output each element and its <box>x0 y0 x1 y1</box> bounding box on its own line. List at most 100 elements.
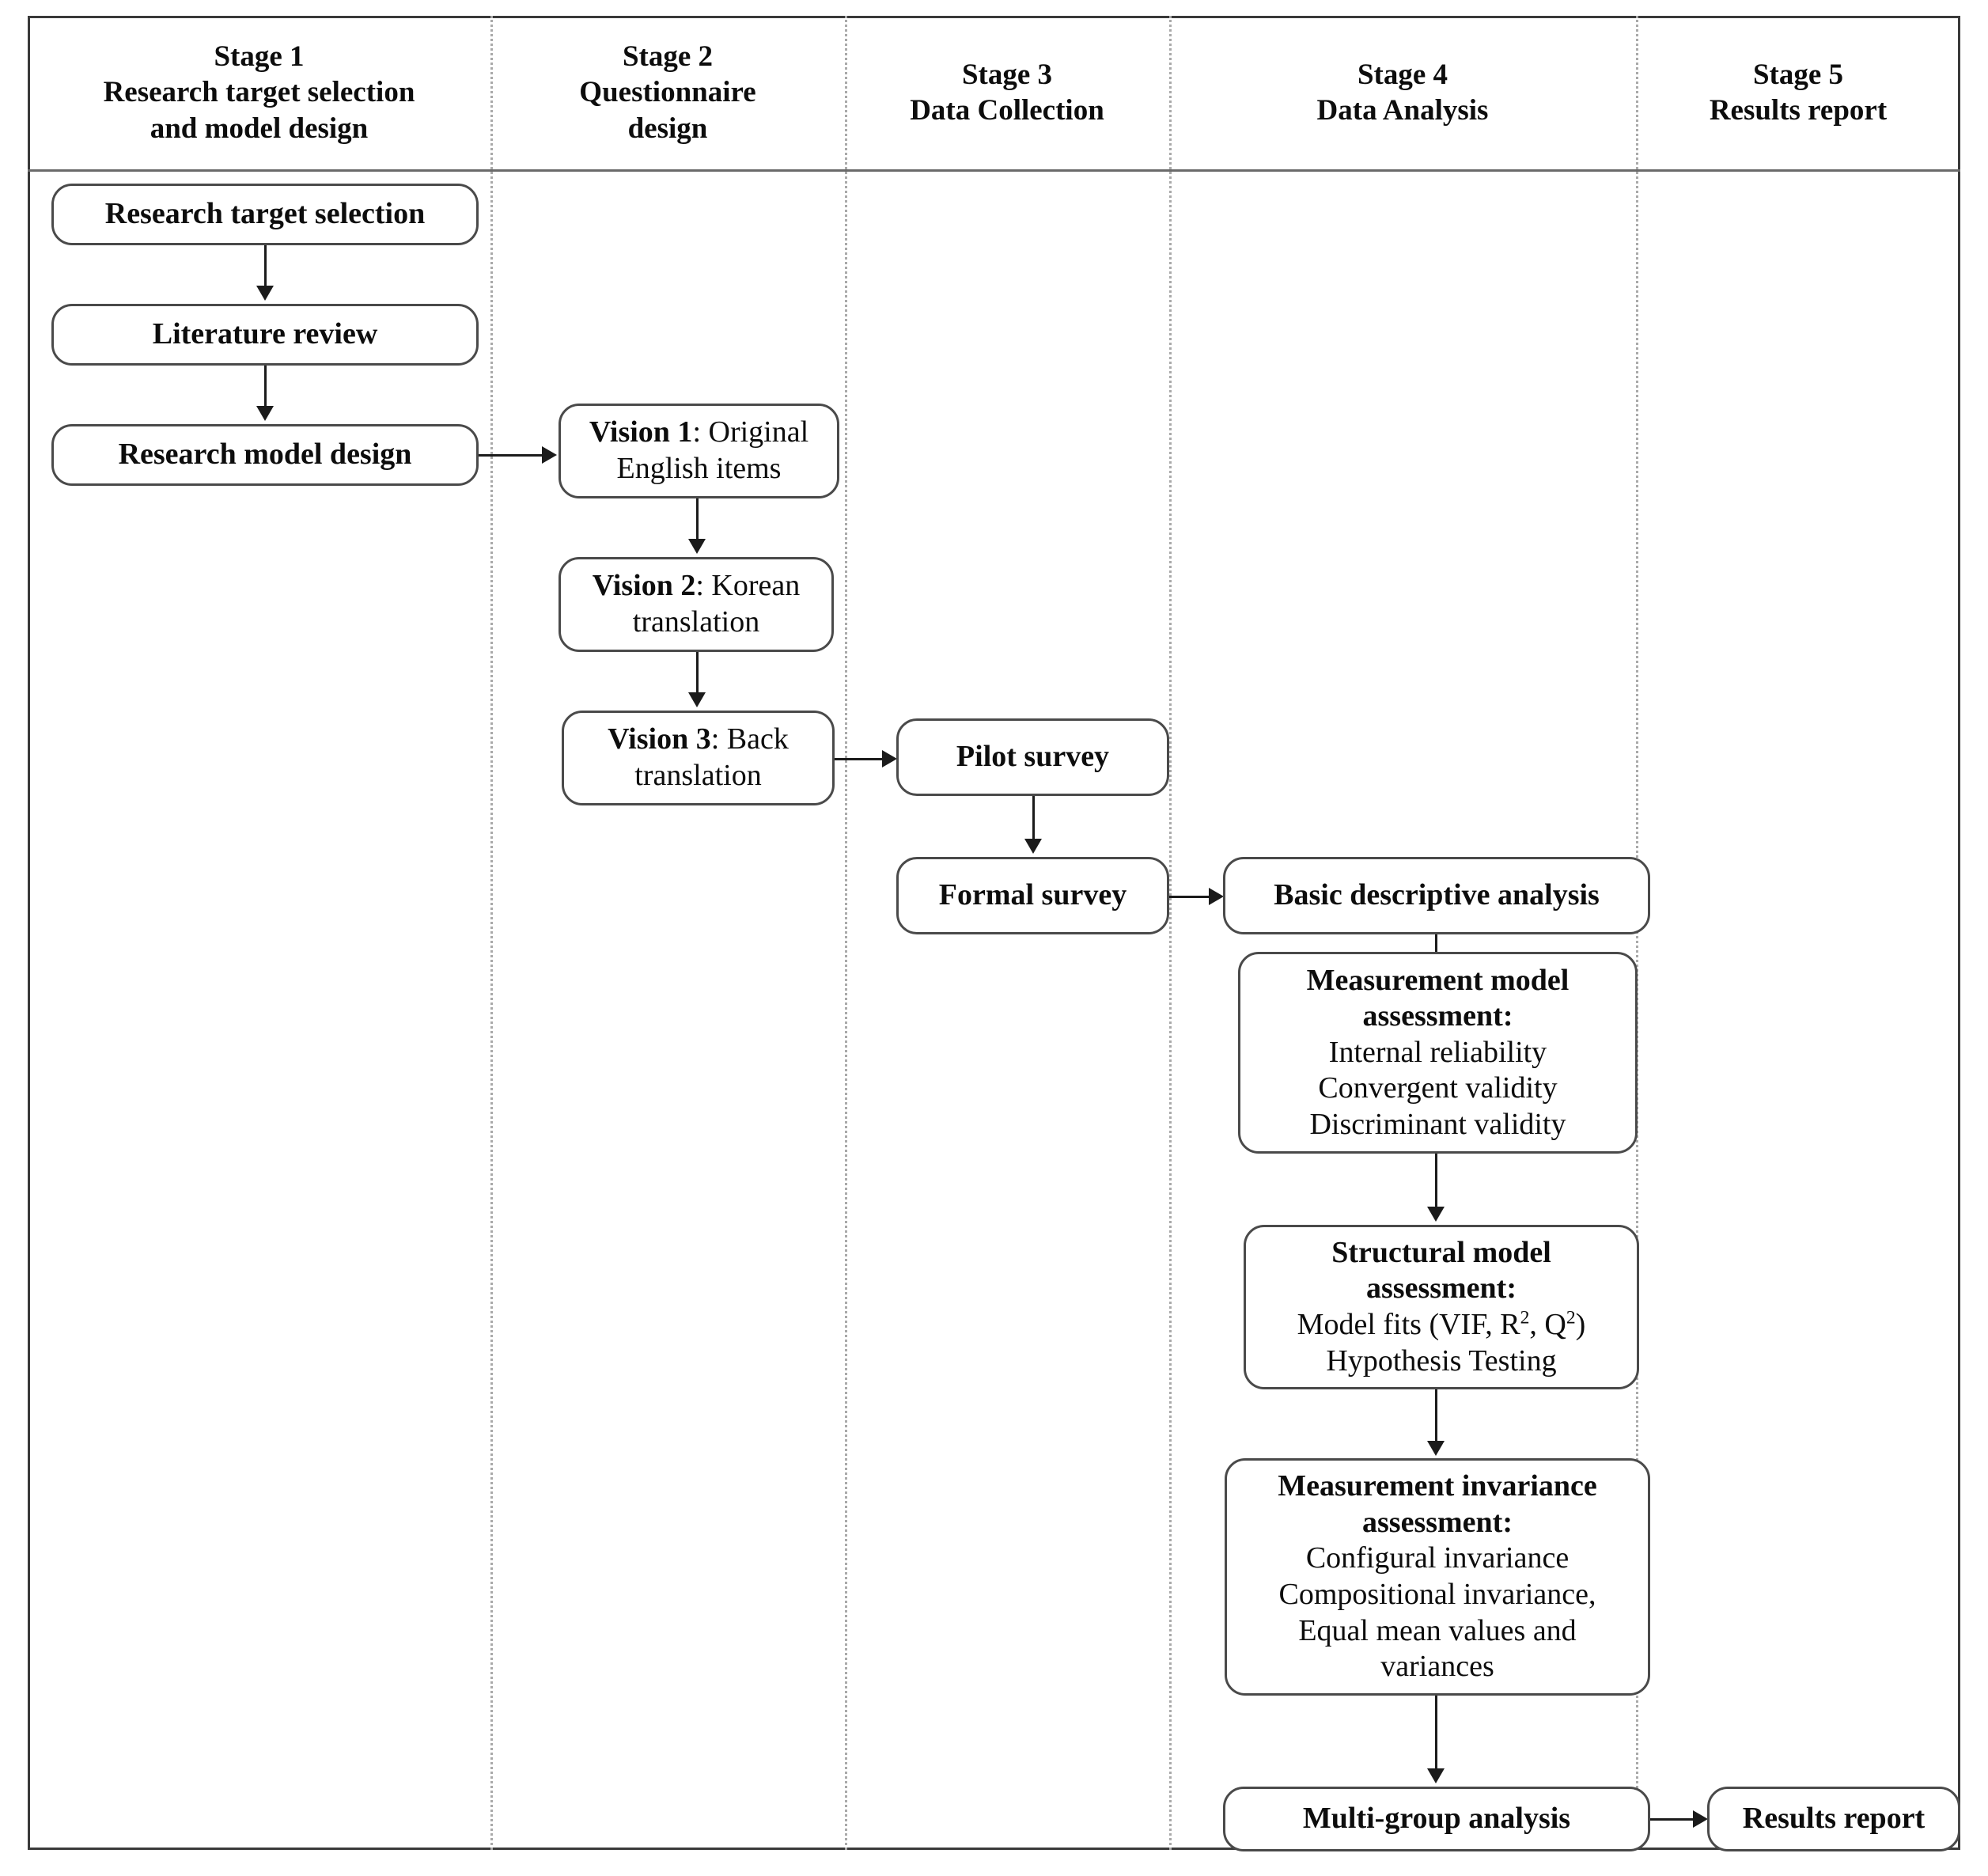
connector-vision3-to-pilot <box>835 758 884 760</box>
node-vision-2[interactable]: Vision 2: Korean translation <box>559 557 834 652</box>
node-vision-3-rest: : Back translation <box>634 722 789 792</box>
measurement-model-heading-line2: assessment: <box>1362 999 1513 1033</box>
structural-model-item-1-sup-r: 2 <box>1520 1307 1530 1328</box>
stage-3-title-line1: Data Collection <box>910 94 1104 127</box>
node-basic-descriptive-analysis-label: Basic descriptive analysis <box>1274 878 1600 912</box>
stage-5-number: Stage 5 <box>1752 58 1844 91</box>
stage-3-number: Stage 3 <box>961 58 1053 91</box>
node-literature-review[interactable]: Literature review <box>51 304 479 366</box>
node-vision-2-label: Vision 2: Korean translation <box>570 568 822 640</box>
node-vision-1[interactable]: Vision 1: Original English items <box>559 404 839 498</box>
connector-literature-to-model-design <box>264 366 267 409</box>
stage-header-3: Stage 3 Data Collection <box>845 16 1169 169</box>
node-formal-survey[interactable]: Formal survey <box>896 857 1169 934</box>
measurement-model-item-1: Internal reliability <box>1328 1035 1547 1069</box>
structural-model-heading-line1: Structural model <box>1331 1235 1551 1269</box>
connector-vision2-to-vision3 <box>696 652 699 695</box>
node-research-target-selection-label: Research target selection <box>104 197 426 231</box>
node-research-model-design-label: Research model design <box>118 438 412 472</box>
connector-vision1-to-vision2 <box>696 498 699 542</box>
node-pilot-survey-label: Pilot survey <box>956 740 1110 774</box>
connector-measurement-to-structural <box>1435 1154 1437 1209</box>
stage-header-1: Stage 1 Research target selection and mo… <box>28 16 490 169</box>
measurement-model-item-3: Discriminant validity <box>1309 1107 1566 1141</box>
node-multi-group-analysis-label: Multi-group analysis <box>1302 1802 1571 1836</box>
structural-model-item-1-c: ) <box>1575 1308 1586 1341</box>
measurement-model-item-2: Convergent validity <box>1318 1071 1558 1105</box>
arrowhead-vision2-to-vision3 <box>688 692 706 707</box>
arrowhead-formal-to-descriptive <box>1209 888 1224 905</box>
column-divider-1 <box>490 16 493 1850</box>
arrowhead-literature-to-model-design <box>256 406 274 421</box>
connector-model-design-to-vision1 <box>479 454 543 457</box>
node-measurement-model-assessment-text: Measurement model assessment: Internal r… <box>1250 963 1626 1143</box>
stage-5-title-line1: Results report <box>1709 94 1888 127</box>
node-vision-3[interactable]: Vision 3: Back translation <box>562 711 835 805</box>
stage-header-4: Stage 4 Data Analysis <box>1169 16 1636 169</box>
arrowhead-vision1-to-vision2 <box>688 539 706 554</box>
stage-header-5: Stage 5 Results report <box>1636 16 1960 169</box>
stage-2-title-line1: Questionnaire <box>579 76 756 109</box>
arrowhead-pilot-to-formal <box>1024 839 1042 854</box>
arrowhead-multigroup-to-results <box>1693 1810 1708 1828</box>
connector-formal-to-descriptive <box>1169 896 1210 898</box>
stage-4-number: Stage 4 <box>1357 58 1448 91</box>
measurement-model-heading-line1: Measurement model <box>1306 963 1570 997</box>
arrowhead-invariance-to-multigroup <box>1427 1768 1445 1783</box>
node-vision-1-bold: Vision 1 <box>589 415 693 449</box>
stage-4-title-line1: Data Analysis <box>1316 94 1489 127</box>
node-measurement-invariance-assessment[interactable]: Measurement invariance assessment: Confi… <box>1225 1458 1650 1696</box>
stage-1-title-line2: and model design <box>150 112 369 145</box>
connector-structural-to-invariance <box>1435 1389 1437 1443</box>
structural-model-item-1-b: , Q <box>1529 1308 1566 1341</box>
stage-1-number: Stage 1 <box>214 40 305 74</box>
invariance-heading-line1: Measurement invariance <box>1278 1469 1597 1503</box>
connector-invariance-to-multigroup <box>1435 1696 1437 1771</box>
header-separator-rule <box>28 169 1960 172</box>
connector-target-to-literature <box>264 245 267 289</box>
stage-2-title-line2: design <box>627 112 708 145</box>
structural-model-item-1: Model fits (VIF, R2, Q2) <box>1255 1307 1627 1344</box>
node-vision-1-label: Vision 1: Original English items <box>570 415 827 487</box>
structural-model-item-1-sup-q: 2 <box>1566 1307 1576 1328</box>
node-literature-review-label: Literature review <box>152 317 378 351</box>
arrowhead-target-to-literature <box>256 286 274 301</box>
arrowhead-measurement-to-structural <box>1427 1207 1445 1222</box>
node-vision-3-bold: Vision 3 <box>608 722 711 756</box>
node-measurement-model-assessment[interactable]: Measurement model assessment: Internal r… <box>1238 952 1638 1154</box>
invariance-item-1: Configural invariance <box>1305 1541 1570 1575</box>
structural-model-heading-line2: assessment: <box>1366 1272 1517 1306</box>
arrowhead-vision3-to-pilot <box>882 750 897 767</box>
invariance-item-3: Equal mean values and <box>1298 1613 1577 1647</box>
node-vision-1-rest: : Original English items <box>616 415 809 485</box>
structural-model-item-2: Hypothesis Testing <box>1326 1344 1557 1378</box>
node-pilot-survey[interactable]: Pilot survey <box>896 718 1169 796</box>
invariance-item-2: Compositional invariance, <box>1278 1578 1596 1611</box>
node-results-report-label: Results report <box>1742 1802 1926 1836</box>
node-vision-2-rest: : Korean translation <box>632 569 801 639</box>
stage-2-number: Stage 2 <box>622 40 714 74</box>
node-vision-3-label: Vision 3: Back translation <box>574 722 823 794</box>
node-multi-group-analysis[interactable]: Multi-group analysis <box>1223 1787 1650 1851</box>
stage-header-2: Stage 2 Questionnaire design <box>490 16 845 169</box>
invariance-heading-line2: assessment: <box>1362 1505 1513 1539</box>
node-formal-survey-label: Formal survey <box>938 878 1127 912</box>
column-divider-2 <box>845 16 847 1850</box>
arrowhead-model-design-to-vision1 <box>542 446 557 464</box>
node-basic-descriptive-analysis[interactable]: Basic descriptive analysis <box>1223 857 1650 934</box>
node-vision-2-bold: Vision 2 <box>592 569 696 603</box>
connector-pilot-to-formal <box>1032 796 1035 842</box>
structural-model-item-1-a: Model fits (VIF, R <box>1297 1308 1520 1341</box>
node-research-model-design[interactable]: Research model design <box>51 424 479 486</box>
stage-1-title-line1: Research target selection <box>103 76 415 109</box>
diagram-frame <box>28 16 1960 1850</box>
node-structural-model-assessment[interactable]: Structural model assessment: Model fits … <box>1244 1225 1639 1389</box>
node-research-target-selection[interactable]: Research target selection <box>51 184 479 245</box>
arrowhead-structural-to-invariance <box>1427 1441 1445 1456</box>
column-divider-3 <box>1169 16 1172 1850</box>
invariance-item-4: variances <box>1380 1650 1494 1684</box>
node-measurement-invariance-assessment-text: Measurement invariance assessment: Confi… <box>1236 1469 1638 1685</box>
node-results-report[interactable]: Results report <box>1707 1787 1960 1851</box>
connector-multigroup-to-results <box>1650 1818 1695 1821</box>
